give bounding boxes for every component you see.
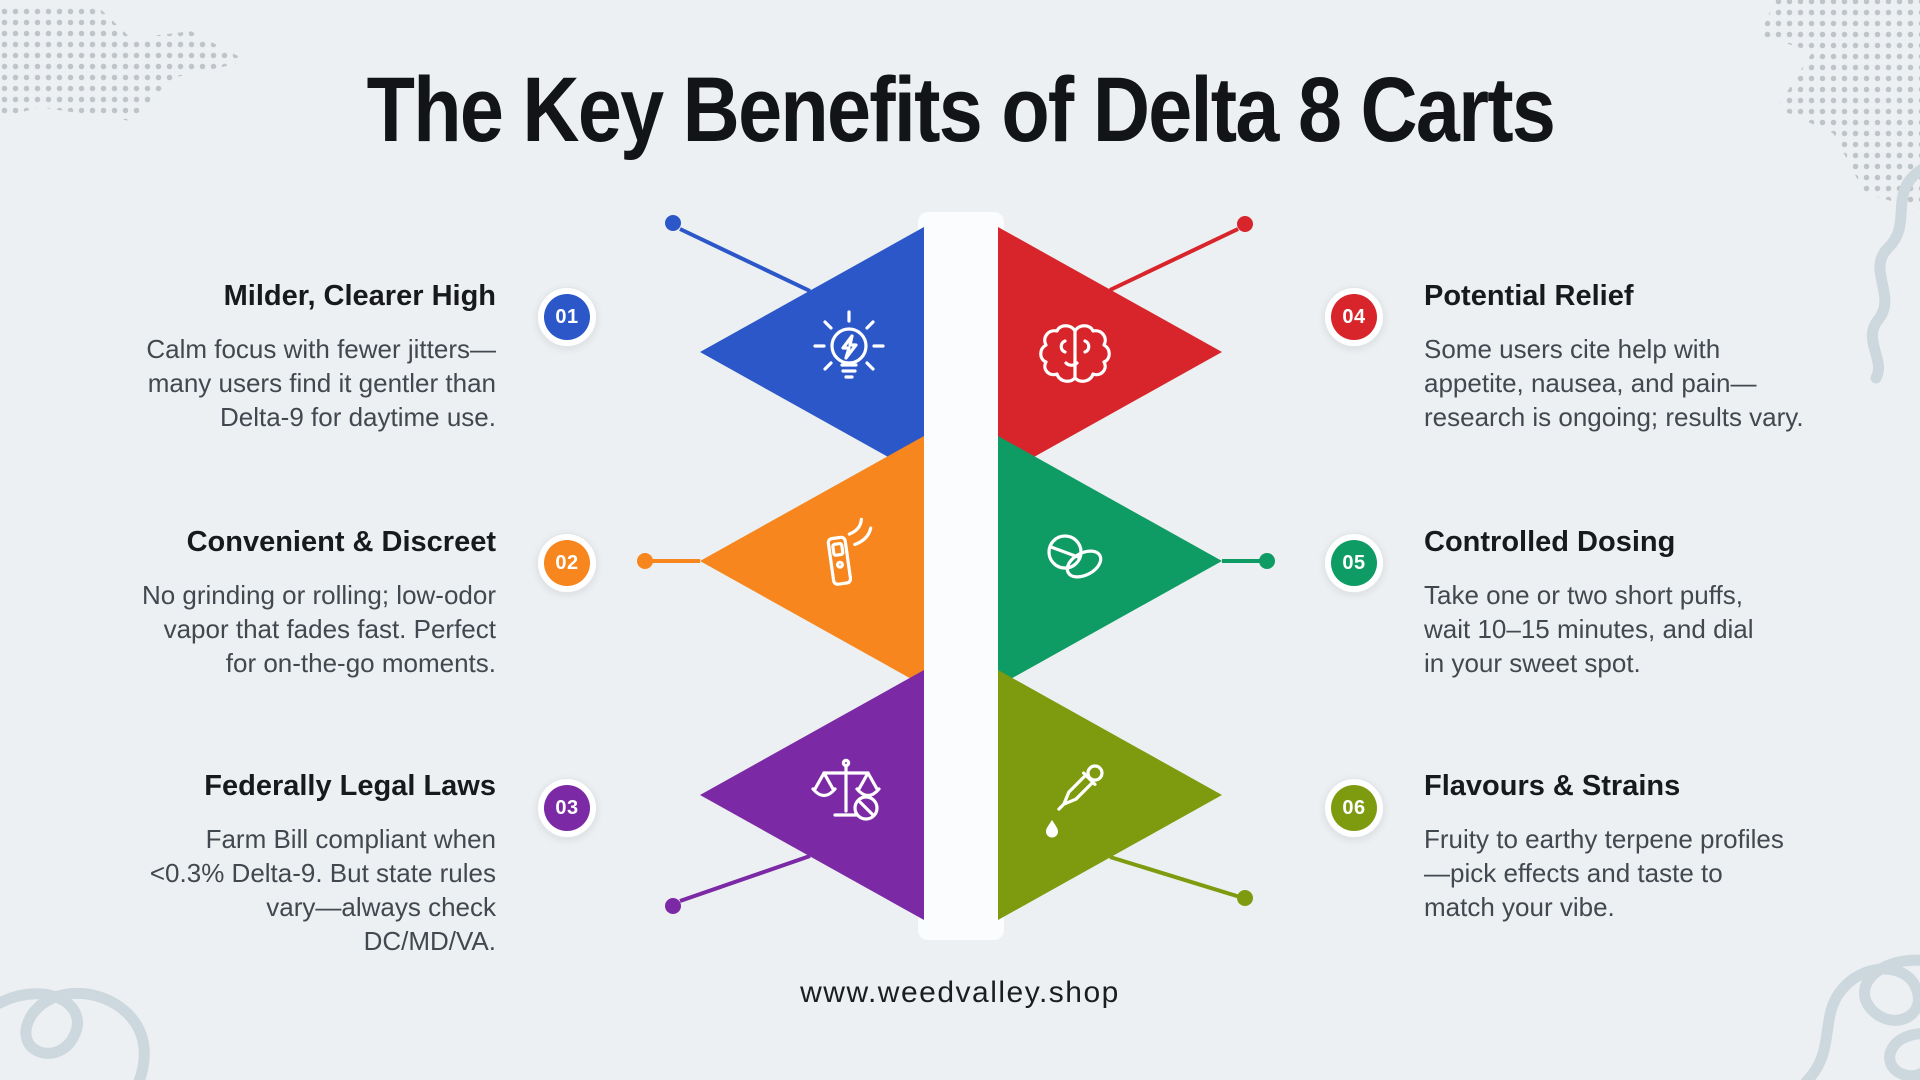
benefit-item-03: Federally Legal Laws Farm Bill compliant…: [56, 768, 496, 958]
badge-number: 02: [555, 551, 579, 574]
benefit-description: Calm focus with fewer jitters— many user…: [146, 334, 496, 432]
pills-icon: [1047, 534, 1103, 579]
benefit-item-06: Flavours & Strains Fruity to earthy terp…: [1424, 768, 1864, 924]
benefit-title: Convenient & Discreet: [186, 526, 496, 558]
vape-pen-icon: [826, 517, 873, 586]
triangle-02: [700, 436, 924, 686]
benefit-item-01: Milder, Clearer High Calm focus with few…: [56, 278, 496, 434]
benefit-title: Potential Relief: [1424, 280, 1634, 312]
benefit-title: Flavours & Strains: [1424, 770, 1681, 802]
benefit-item-02: Convenient & Discreet No grinding or rol…: [56, 524, 496, 680]
benefit-description: Take one or two short puffs, wait 10–15 …: [1424, 580, 1754, 678]
connector-line-03: [679, 854, 811, 903]
number-badge-06: 06: [1324, 778, 1384, 838]
badge-number: 01: [555, 305, 579, 328]
number-badge-01: 01: [537, 287, 597, 347]
dropper-icon: [1057, 764, 1104, 811]
drop-icon: [1046, 820, 1058, 838]
number-badge-04: 04: [1324, 287, 1384, 347]
connector-dot-03: [665, 898, 681, 914]
number-badge-02: 02: [537, 533, 597, 593]
triangle-06: [998, 670, 1222, 920]
connector-dot-05: [1259, 553, 1275, 569]
benefit-description: Fruity to earthy terpene profiles —pick …: [1424, 824, 1784, 922]
benefit-title: Controlled Dosing: [1424, 526, 1676, 558]
triangle-01: [700, 227, 924, 477]
number-badge-03: 03: [537, 778, 597, 838]
idea-bulb-icon: [813, 310, 885, 379]
website-url: www.weedvalley.shop: [800, 976, 1120, 1009]
triangle-05: [998, 436, 1222, 686]
benefit-title: Federally Legal Laws: [204, 770, 496, 802]
triangle-03: [700, 670, 924, 920]
center-strip: [918, 212, 1004, 940]
page-title: The Key Benefits of Delta 8 Carts: [366, 59, 1555, 161]
connector-line-06: [1109, 855, 1241, 899]
connector-line-01: [679, 227, 811, 293]
badge-number: 03: [555, 796, 579, 819]
number-badge-05: 05: [1324, 533, 1384, 593]
benefit-description: Farm Bill compliant when <0.3% Delta-9. …: [149, 824, 496, 956]
brain-icon: [1039, 324, 1111, 383]
benefit-description: Some users cite help with appetite, naus…: [1424, 334, 1804, 432]
connector-line-04: [1109, 227, 1239, 292]
connector-dot-04: [1237, 216, 1253, 232]
scales-icon: [811, 758, 881, 821]
badge-number: 04: [1342, 305, 1366, 328]
badge-number: 06: [1342, 796, 1366, 819]
benefit-item-05: Controlled Dosing Take one or two short …: [1424, 524, 1864, 680]
connector-dot-02: [637, 553, 653, 569]
connector-dot-06: [1237, 890, 1253, 906]
badge-number: 05: [1342, 551, 1366, 574]
benefit-item-04: Potential Relief Some users cite help wi…: [1424, 278, 1864, 434]
connector-dot-01: [665, 215, 681, 231]
benefit-title: Milder, Clearer High: [223, 280, 496, 312]
benefit-description: No grinding or rolling; low-odor vapor t…: [141, 580, 496, 678]
